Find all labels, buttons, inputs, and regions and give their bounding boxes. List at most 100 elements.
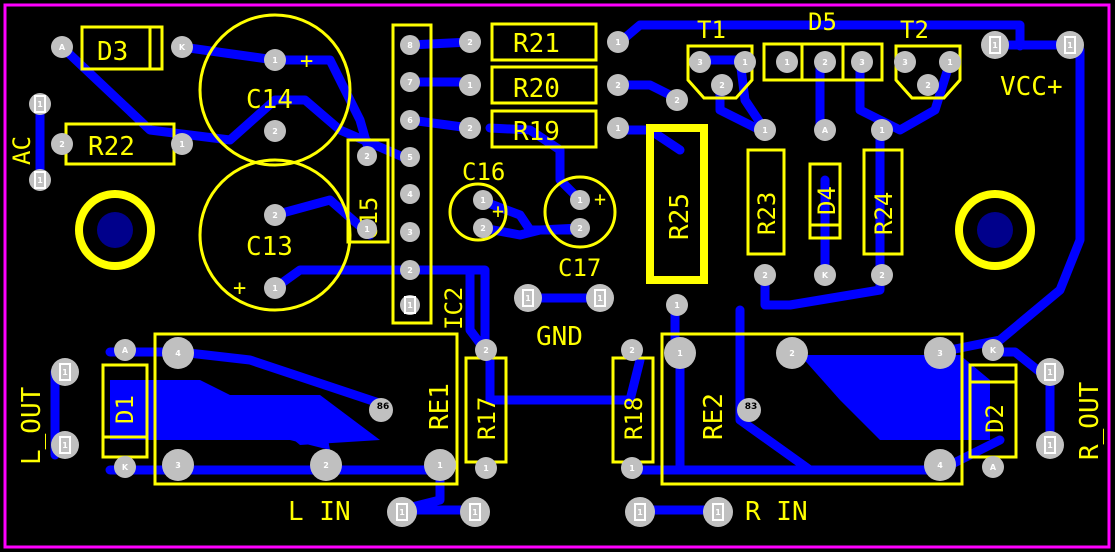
pad xyxy=(114,456,136,478)
pad-pin-label: 1 xyxy=(629,464,635,473)
pad-pin-label: 1 xyxy=(467,81,473,90)
pad xyxy=(917,74,939,96)
pad xyxy=(473,218,493,238)
d4-outline xyxy=(808,162,842,240)
pad-square-marker xyxy=(634,503,646,521)
pad xyxy=(460,497,490,527)
pad xyxy=(814,51,836,73)
pad-pin-label: 8 xyxy=(407,41,413,50)
pad xyxy=(607,31,629,53)
pad-pin-label: A xyxy=(990,463,997,472)
pad-pin-label: 1 xyxy=(715,508,721,517)
c13-plus: + xyxy=(233,276,246,301)
label-vcc: VCC+ xyxy=(1000,72,1063,102)
pad xyxy=(737,398,761,422)
t2-outline xyxy=(894,44,962,100)
pad-pin-label: 1 xyxy=(674,301,680,310)
pad xyxy=(171,133,193,155)
label-t1: T1 xyxy=(697,16,726,44)
pad xyxy=(776,51,798,73)
pad-pin-label: 3 xyxy=(859,58,865,67)
pad-pin-label: 2 xyxy=(629,346,635,355)
label-gnd: GND xyxy=(536,322,583,352)
pad-pin-label: 1 xyxy=(1067,41,1073,50)
pad-pin-label: 1 xyxy=(784,58,790,67)
pad xyxy=(894,51,916,73)
pad-pin-label: 1 xyxy=(407,301,413,310)
pad-pin-label: 3 xyxy=(697,58,703,67)
pad-pin-label: 1 xyxy=(62,441,68,450)
pad xyxy=(982,339,1004,361)
label-r18: R18 xyxy=(620,397,648,440)
label-d5: D5 xyxy=(808,8,837,36)
pad xyxy=(264,277,286,299)
pad-pin-label: 1 xyxy=(272,56,278,65)
pad xyxy=(570,190,590,210)
pad-pin-label: 1 xyxy=(637,508,643,517)
label-r17: R17 xyxy=(473,397,501,440)
label-r25: R25 xyxy=(665,193,695,240)
pad-square-marker xyxy=(1044,363,1056,381)
pad xyxy=(369,398,393,422)
pad-square-marker xyxy=(712,503,724,521)
pad xyxy=(689,51,711,73)
pad-pin-label: 1 xyxy=(1047,441,1053,450)
pad xyxy=(1056,31,1084,59)
pad-pin-label: 4 xyxy=(937,461,943,470)
pad xyxy=(475,339,497,361)
label-d3: D3 xyxy=(97,37,128,67)
pad xyxy=(459,31,481,53)
pad-pin-label: 2 xyxy=(615,81,621,90)
label-r-out: R_OUT xyxy=(1075,381,1105,460)
pad-pin-label: 1 xyxy=(62,368,68,377)
pad xyxy=(814,264,836,286)
pad-pin-label: 6 xyxy=(407,116,413,125)
label-t2: T2 xyxy=(900,16,929,44)
pad xyxy=(711,74,733,96)
pad xyxy=(357,146,377,166)
label-l-out: L_OUT xyxy=(17,386,47,465)
pad-pin-label: 1 xyxy=(577,196,583,205)
r24-outline xyxy=(862,148,904,256)
pad xyxy=(871,264,893,286)
pad xyxy=(981,31,1009,59)
label-re2: RE2 xyxy=(699,393,729,440)
pad-pin-label: 1 xyxy=(879,126,885,135)
pad-pin-label: 1 xyxy=(762,126,768,135)
c14-plus: + xyxy=(300,49,313,74)
t1-outline xyxy=(686,44,754,100)
pad xyxy=(814,119,836,141)
pad-square-marker xyxy=(34,171,46,189)
pad-pin-label: 1 xyxy=(742,58,748,67)
copper-pours xyxy=(110,355,990,450)
pad xyxy=(924,337,956,369)
pad-pin-label: 4 xyxy=(407,190,413,199)
pad xyxy=(473,190,493,210)
pad xyxy=(1036,358,1064,386)
pad xyxy=(114,339,136,361)
label-c16: C16 xyxy=(462,158,505,186)
pad xyxy=(51,358,79,386)
silkscreen-labels: D3 C14 C13 R22 C15 IC2 R21 R20 R19 C16 C… xyxy=(8,8,1105,527)
r23-outline xyxy=(746,148,786,256)
c16-outline xyxy=(448,182,508,242)
pad-pin-label: 1 xyxy=(947,58,953,67)
label-d4: D4 xyxy=(813,186,841,215)
mount-hole-left xyxy=(75,190,155,270)
pad xyxy=(621,339,643,361)
pad xyxy=(664,337,696,369)
pad-pin-label: 1 xyxy=(677,349,683,358)
pad-pin-label: 2 xyxy=(674,96,680,105)
pad xyxy=(666,294,688,316)
pad-square-marker xyxy=(989,36,1001,54)
c17-plus: + xyxy=(594,187,606,211)
pad-pin-label: 2 xyxy=(272,127,278,136)
pad xyxy=(162,337,194,369)
pad xyxy=(400,184,420,204)
pad-pin-label: K xyxy=(822,271,829,280)
label-l-in: L IN xyxy=(288,497,351,527)
pad-square-marker xyxy=(594,289,606,307)
pad-square-marker xyxy=(522,289,534,307)
pad-pin-label: 2 xyxy=(762,271,768,280)
